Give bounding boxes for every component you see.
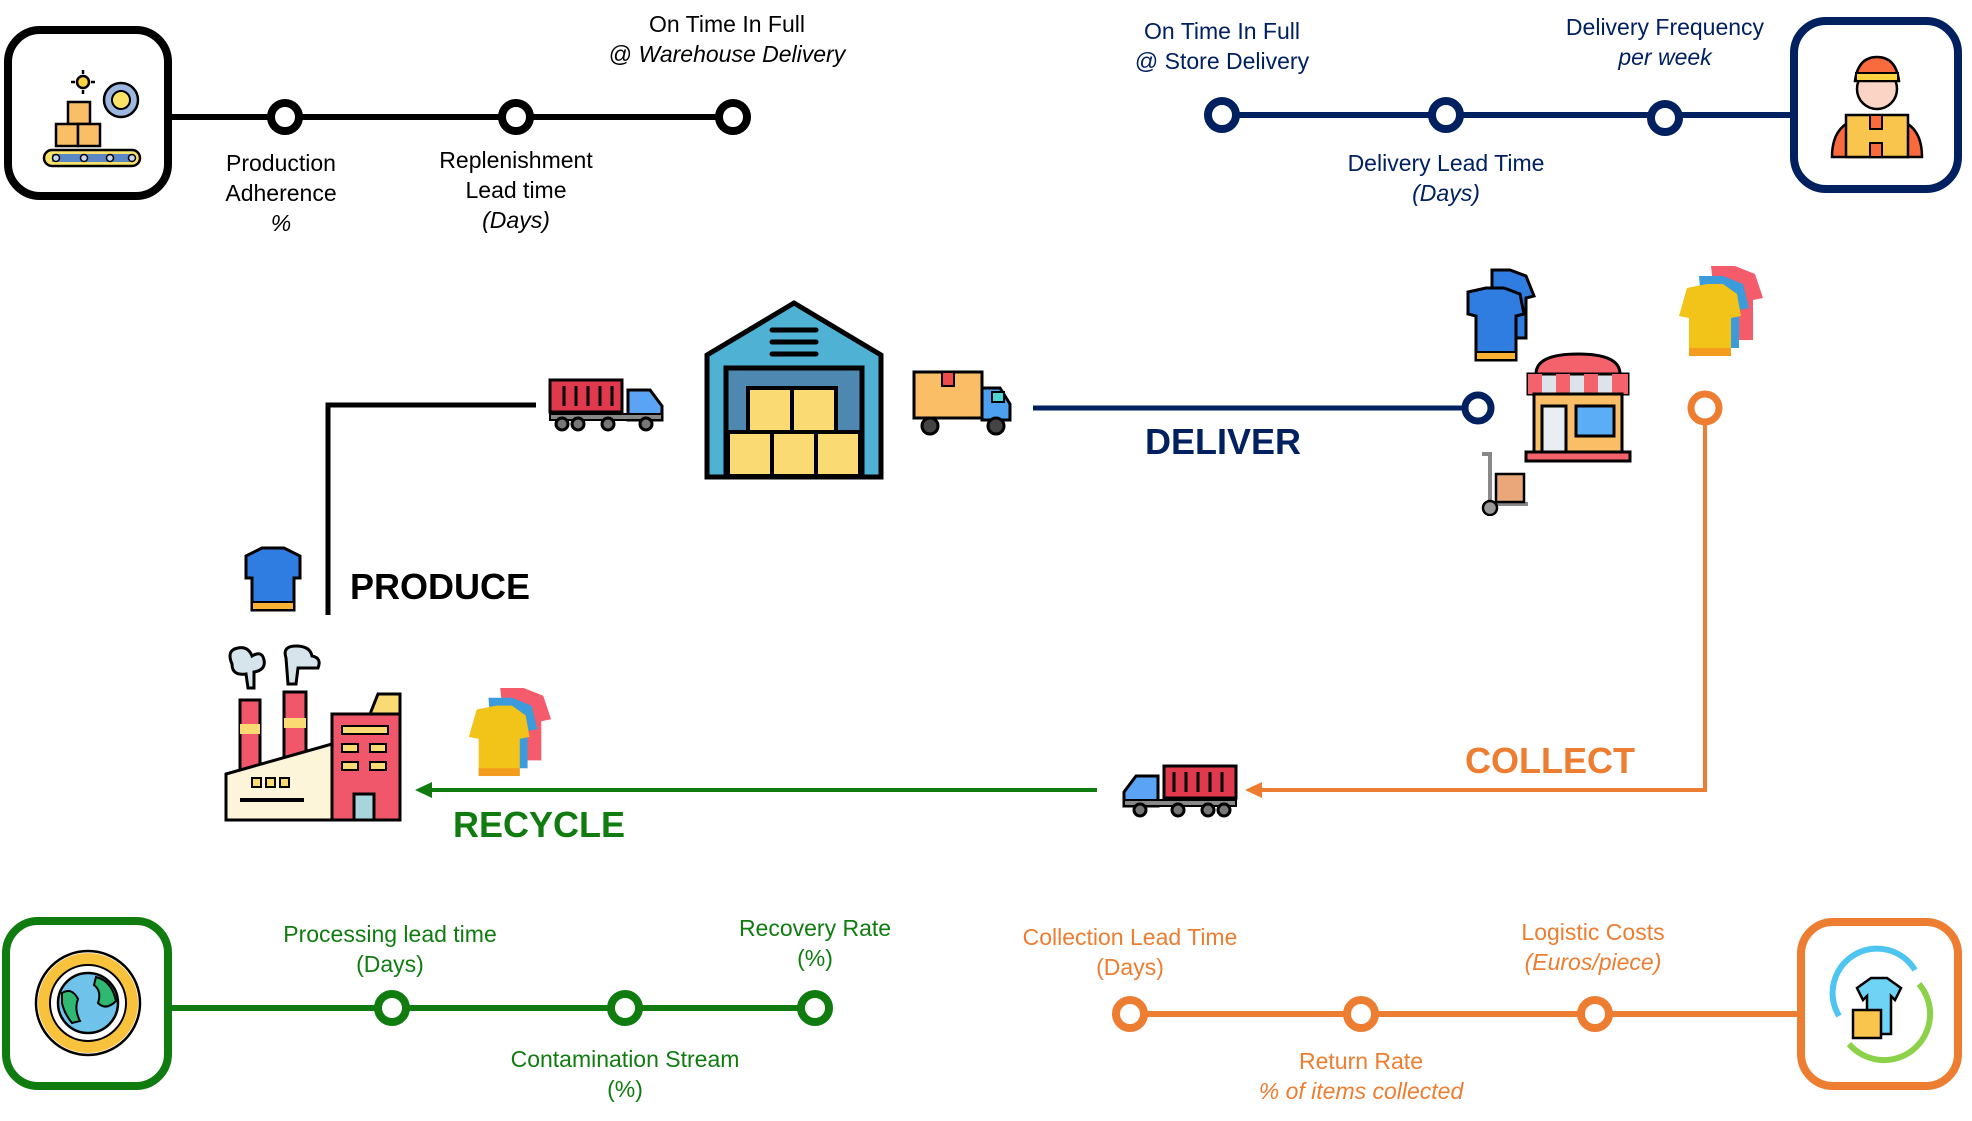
kpi-title: On Time In Full: [1144, 18, 1300, 44]
kpi-title: Return Rate: [1298, 1048, 1423, 1074]
kpi-title: Processing lead time: [283, 921, 497, 947]
polo-shirts-stack-icon: [1466, 268, 1537, 362]
store-icon: [1524, 352, 1632, 463]
production-kpi-box[interactable]: [4, 26, 172, 200]
recycle-arrowhead: [415, 782, 432, 798]
tshirts-stack-icon: [1679, 266, 1763, 356]
production-kpi-line: [172, 99, 751, 135]
delivery-man-icon: [1830, 55, 1924, 159]
recycling-kpi-line: [172, 990, 833, 1026]
kpi-label-logistic-costs: Logistic Costs (Euros/piece): [1521, 917, 1664, 977]
container-truck-icon: [548, 378, 664, 432]
kpi-subtitle: Warehouse Delivery: [638, 41, 846, 67]
kpi-node-contamination-stream[interactable]: [607, 990, 643, 1026]
kpi-subtitle: @ Store Delivery: [1134, 48, 1310, 74]
collect-arrowhead: [1245, 782, 1262, 798]
collection-kpi-line: [1112, 996, 1800, 1032]
recycle-flow-line: [415, 782, 1097, 798]
kpi-unit: (Days): [482, 207, 550, 233]
kpi-label-collection-lead-time: Collection Lead Time (Days): [1023, 922, 1238, 982]
stage-label-produce: PRODUCE: [350, 566, 531, 607]
kpi-title: Recovery Rate: [738, 915, 892, 941]
kpi-unit: (%): [607, 1076, 643, 1102]
kpi-unit: (Days): [356, 951, 424, 977]
kpi-label-otif-warehouse: On Time In Full @ Warehouse Delivery: [609, 9, 845, 69]
kpi-unit: % of items collected: [1258, 1078, 1464, 1104]
kpi-unit: (Days): [1412, 180, 1480, 206]
kpi-title: Logistic Costs: [1521, 919, 1665, 945]
kpi-node-delivery-frequency[interactable]: [1647, 100, 1683, 136]
kpi-title: On Time In Full: [649, 11, 805, 37]
delivery-van-icon: [912, 370, 1012, 436]
kpi-label-delivery-lead-time: Delivery Lead Time (Days): [1348, 148, 1545, 208]
kpi-label-recovery-rate: Recovery Rate (%): [739, 913, 891, 973]
produce-flow-line: [325, 402, 536, 615]
kpi-title: Production: [226, 150, 336, 176]
kpi-title: Delivery Frequency: [1565, 14, 1765, 40]
stage-label-deliver: DELIVER: [1145, 421, 1302, 462]
kpi-label-contamination-stream: Contamination Stream (%): [511, 1044, 740, 1104]
kpi-node-production-adherence[interactable]: [267, 99, 303, 135]
kpi-node-logistic-costs[interactable]: [1577, 996, 1613, 1032]
kpi-node-delivery-lead-time[interactable]: [1428, 97, 1464, 133]
kpi-title: Contamination Stream: [510, 1046, 740, 1072]
kpi-title: Collection Lead Time: [1022, 924, 1238, 950]
clothing-return-cycle-icon: [1829, 945, 1934, 1064]
kpi-node-return-rate[interactable]: [1343, 996, 1379, 1032]
deliver-flow-line: [1033, 391, 1495, 425]
stage-label-collect: COLLECT: [1465, 740, 1635, 781]
stage-label-recycle: RECYCLE: [453, 804, 626, 845]
kpi-subtitle: Adherence: [225, 180, 337, 206]
kpi-prefix: @: [608, 41, 639, 67]
kpi-node-processing-lead-time[interactable]: [374, 990, 410, 1026]
kpi-label-return-rate: Return Rate % of items collected: [1259, 1046, 1464, 1106]
tshirts-stack-icon: [468, 687, 552, 777]
kpi-unit: per week: [1618, 44, 1712, 70]
warehouse-icon: [704, 300, 884, 480]
conveyor-belt-production-icon: [42, 70, 142, 168]
recycling-kpi-box[interactable]: [2, 917, 172, 1090]
kpi-label-production-adherence: Production Adherence %: [225, 148, 336, 238]
polo-shirt-icon: [244, 546, 302, 612]
kpi-node-otif-warehouse[interactable]: [715, 99, 751, 135]
kpi-node-otif-store[interactable]: [1204, 97, 1240, 133]
delivery-kpi-line: [1204, 97, 1792, 136]
kpi-node-replenishment-lead-time[interactable]: [498, 99, 534, 135]
kpi-label-replenishment-lead-time: Replenishment Lead time (Days): [439, 145, 592, 235]
delivery-kpi-box[interactable]: [1790, 17, 1962, 193]
kpi-unit: (%): [797, 945, 833, 971]
kpi-node-collection-lead-time[interactable]: [1112, 996, 1148, 1032]
kpi-unit: (Days): [1096, 954, 1164, 980]
factory-icon: [224, 644, 402, 822]
kpi-label-otif-store: On Time In Full @ Store Delivery: [1135, 16, 1309, 76]
kpi-unit: (Euros/piece): [1524, 949, 1662, 975]
collect-flow-line: [1245, 390, 1723, 798]
kpi-node-recovery-rate[interactable]: [797, 990, 833, 1026]
globe-recycle-icon: [34, 949, 142, 1057]
kpi-subtitle: Lead time: [465, 177, 567, 203]
kpi-unit: %: [270, 210, 292, 236]
kpi-label-delivery-frequency: Delivery Frequency per week: [1566, 12, 1764, 72]
kpi-title: Replenishment: [439, 147, 593, 173]
hand-truck-icon: [1481, 452, 1528, 516]
container-truck-icon: [1122, 764, 1238, 818]
collection-kpi-box[interactable]: [1797, 918, 1962, 1090]
kpi-label-processing-lead-time: Processing lead time (Days): [283, 919, 497, 979]
kpi-title: Delivery Lead Time: [1347, 150, 1545, 176]
